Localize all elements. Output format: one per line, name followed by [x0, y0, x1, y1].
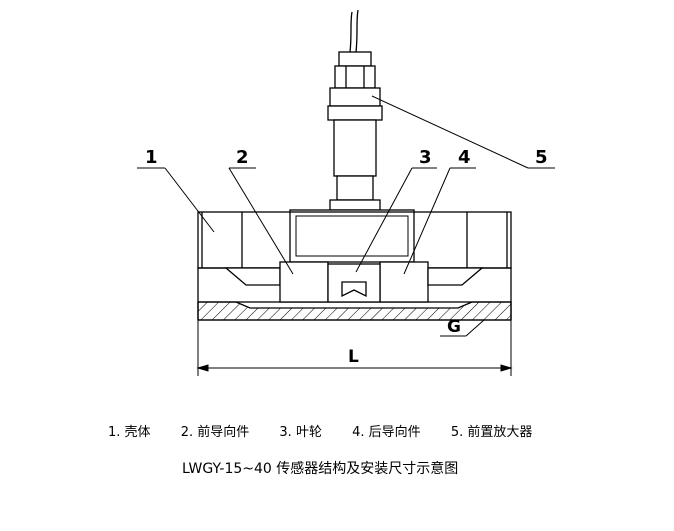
top-housing — [289, 209, 415, 263]
figure-caption: LWGY-15~40 传感器结构及安装尺寸示意图 — [182, 461, 459, 477]
length-dimension — [196, 320, 513, 376]
callout-1: 1 — [145, 147, 158, 168]
pipe-wall-section — [197, 301, 512, 321]
legend-item-front-guide: 2. 前导向件 — [180, 425, 250, 440]
legend-item-preamplifier: 5. 前置放大器 — [450, 425, 533, 440]
callout-leaders — [137, 95, 555, 275]
callout-4: 4 — [458, 147, 471, 168]
callout-2: 2 — [236, 147, 249, 168]
flow-guides — [224, 261, 484, 303]
sensor-cable — [349, 9, 359, 53]
legend-item-rear-guide: 4. 后导向件 — [352, 425, 421, 440]
impeller — [327, 263, 381, 303]
parts-legend: 1. 壳体 2. 前导向件 3. 叶轮 4. 后导向件 5. 前置放大器 — [108, 421, 558, 440]
preamplifier — [327, 51, 383, 211]
legend-item-impeller: 3. 叶轮 — [279, 425, 322, 440]
callout-3: 3 — [419, 147, 432, 168]
thread-label: G — [447, 317, 461, 337]
callout-5: 5 — [535, 147, 548, 168]
length-label: L — [348, 347, 359, 367]
legend-item-shell: 1. 壳体 — [108, 425, 151, 440]
thread-leader — [440, 319, 485, 337]
